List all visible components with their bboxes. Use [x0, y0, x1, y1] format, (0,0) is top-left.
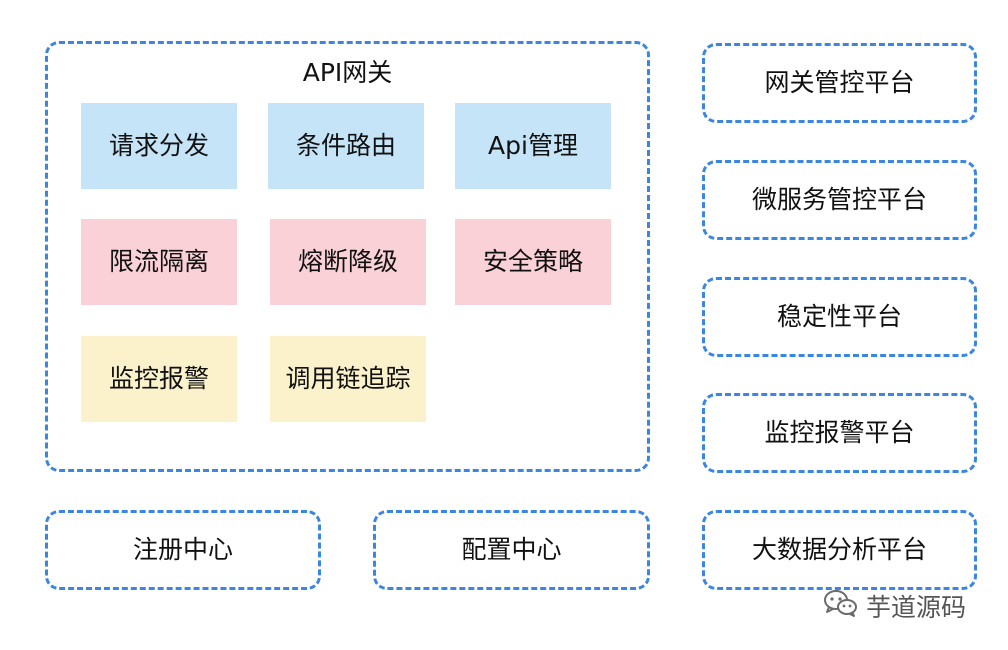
platform-stability: 稳定性平台 — [702, 277, 977, 357]
platform-gateway-control: 网关管控平台 — [702, 43, 977, 123]
config-center: 配置中心 — [373, 510, 650, 590]
wechat-icon — [822, 588, 858, 624]
api-gateway-container: API网关 请求分发 条件路由 Api管理 限流隔离 熔断降级 安全策略 监控报… — [45, 41, 650, 472]
registry-center: 注册中心 — [45, 510, 321, 590]
module-security-policy: 安全策略 — [455, 219, 611, 305]
platform-monitoring-alerts: 监控报警平台 — [702, 393, 977, 473]
api-gateway-title: API网关 — [302, 58, 393, 87]
module-monitoring-alerts: 监控报警 — [81, 336, 237, 422]
module-request-dispatch: 请求分发 — [81, 103, 237, 189]
module-rate-limiting: 限流隔离 — [81, 219, 237, 305]
platform-big-data-analysis: 大数据分析平台 — [702, 510, 977, 590]
module-api-management: Api管理 — [455, 103, 611, 189]
watermark-text: 芋道源码 — [866, 593, 967, 622]
watermark: 芋道源码 — [822, 586, 966, 626]
module-circuit-breaker: 熔断降级 — [270, 219, 426, 305]
platform-microservice-control: 微服务管控平台 — [702, 160, 977, 240]
module-call-chain-tracing: 调用链追踪 — [270, 336, 426, 422]
module-conditional-routing: 条件路由 — [268, 103, 424, 189]
